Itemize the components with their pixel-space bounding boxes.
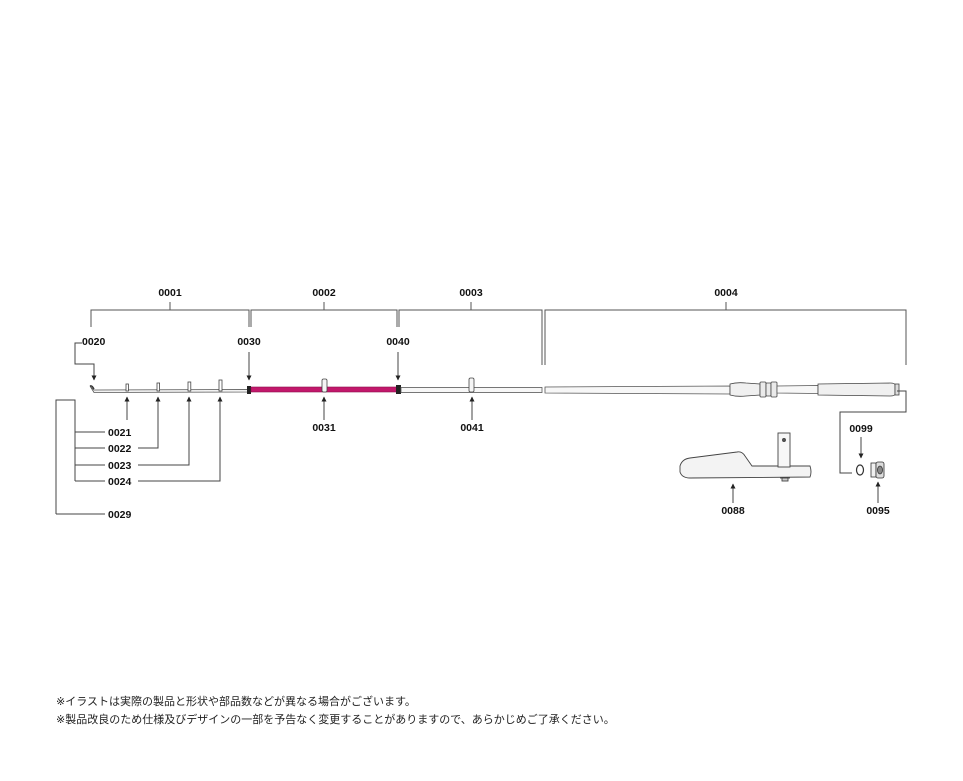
part-label-0020: 0020 [82, 336, 106, 348]
bracket-0002 [250, 302, 398, 327]
joint-ferrule-0040 [396, 385, 401, 394]
part-label-0021: 0021 [108, 427, 132, 439]
guide-0031 [321, 378, 328, 393]
bracket-0001 [90, 302, 250, 327]
part-label-0023: 0023 [108, 460, 132, 472]
part-label-0030: 0030 [237, 336, 261, 348]
butt-end [894, 383, 900, 396]
tip-top-guide [89, 385, 95, 390]
rod-section-0002 [250, 378, 401, 394]
rod-section-0004 [544, 381, 900, 398]
bracket-0003 [398, 302, 543, 365]
section-label-0002: 0002 [312, 287, 336, 299]
o-ring-0099 [855, 464, 865, 476]
reel-seat [759, 381, 778, 398]
disclaimer-note-illustration: ※イラストは実際の製品と形状や部品数などが異なる場合がございます。 [56, 695, 416, 708]
part-label-0029: 0029 [108, 509, 132, 521]
section-label-0001: 0001 [158, 287, 182, 299]
rod-section-0003 [400, 377, 543, 393]
section-label-0004: 0004 [714, 287, 738, 299]
part-label-0099: 0099 [849, 423, 873, 435]
handle-rear-grip [817, 382, 896, 397]
part-label-0031: 0031 [312, 422, 336, 434]
top-callouts [74, 342, 401, 381]
guide-callouts [55, 396, 475, 515]
section-brackets [90, 302, 907, 365]
part-label-0022: 0022 [108, 443, 132, 455]
section-label-0003: 0003 [459, 287, 483, 299]
part-label-0041: 0041 [460, 422, 484, 434]
rod-stand-0088 [679, 432, 812, 482]
guide-0041 [468, 377, 475, 393]
handle-foregrip [729, 382, 761, 397]
guides-0001 [125, 379, 223, 392]
rod-section-0001 [89, 379, 251, 394]
part-label-0095: 0095 [866, 505, 890, 517]
part-label-0088: 0088 [721, 505, 745, 517]
bracket-0004 [544, 302, 907, 365]
part-label-0024: 0024 [108, 476, 132, 488]
part-label-0040: 0040 [386, 336, 410, 348]
butt-cap-callout [839, 390, 907, 503]
butt-cap-0095 [870, 461, 885, 479]
joint-ferrule-0030 [247, 386, 251, 394]
disclaimer-note-spec-change: ※製品改良のため仕様及びデザインの一部を予告なく変更することがありますので、あら… [56, 713, 615, 726]
